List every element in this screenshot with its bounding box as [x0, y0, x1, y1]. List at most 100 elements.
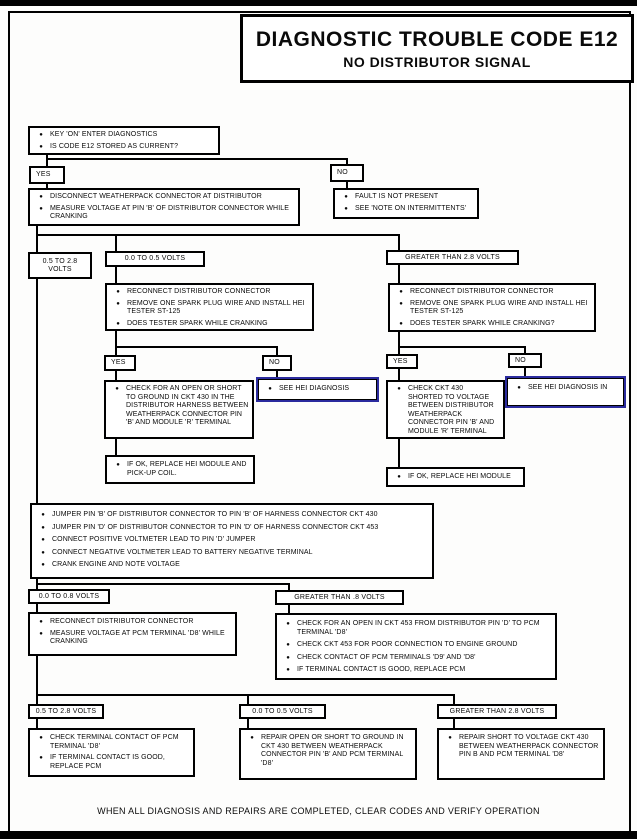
- connector-line: [288, 583, 290, 591]
- step-text: REMOVE ONE SPARK PLUG WIRE AND INSTALL H…: [127, 299, 305, 316]
- connector-line: [115, 266, 117, 284]
- bullet-icon: ●: [399, 300, 403, 307]
- bullet-icon: ●: [39, 143, 43, 150]
- step-text: IF OK, REPLACE HEI MODULE AND PICK-UP CO…: [127, 461, 247, 477]
- connector-line: [398, 331, 400, 355]
- step-text: DOES TESTER SPARK WHILE CRANKING?: [410, 319, 555, 327]
- bullet-icon: ●: [268, 386, 272, 392]
- footer-note: WHEN ALL DIAGNOSIS AND REPAIRS ARE COMPL…: [97, 806, 540, 816]
- node-start: ●KEY 'ON' ENTER DIAGNOSTICS ●IS CODE E12…: [28, 126, 220, 155]
- step-text: DISCONNECT WEATHERPACK CONNECTOR AT DIST…: [50, 193, 262, 200]
- step-text: IF OK, REPLACE HEI MODULE: [408, 473, 511, 480]
- bullet-icon: ●: [286, 667, 290, 673]
- label-voltage-gt-28-b: GREATER THAN 2.8 VOLTS: [437, 704, 557, 719]
- bullet-icon: ●: [39, 735, 43, 741]
- scan-bottom-bar: [0, 831, 637, 839]
- connector-line: [36, 718, 38, 729]
- connector-line: [115, 370, 117, 381]
- step-text: JUMPER PIN 'B' OF DISTRIBUTOR CONNECTOR …: [52, 511, 378, 518]
- bullet-icon: ●: [39, 205, 43, 212]
- step-text: MEASURE VOLTAGE AT PCM TERMINAL 'D8' WHI…: [50, 629, 225, 646]
- node-if-ok-replace-module-coil: ● IF OK, REPLACE HEI MODULE AND PICK-UP C…: [105, 455, 255, 484]
- step-text: DOES TESTER SPARK WHILE CRANKING: [127, 319, 268, 327]
- connector-line: [398, 234, 400, 251]
- bullet-icon: ●: [39, 619, 43, 625]
- bullet-icon: ●: [39, 630, 43, 637]
- step-text: CONNECT POSITIVE VOLTMETER LEAD TO PIN '…: [52, 536, 256, 543]
- page-title: DIAGNOSTIC TROUBLE CODE E12: [255, 27, 619, 51]
- connector-line: [398, 264, 400, 284]
- label-voltage-00-05: 0.0 TO 0.5 VOLTS: [105, 251, 205, 267]
- label-yes-2: YES: [104, 355, 136, 371]
- connector-line: [524, 346, 526, 354]
- connector-line: [36, 655, 38, 705]
- node-reconnect-right: ●RECONNECT DISTRIBUTOR CONNECTOR ●REMOVE…: [388, 283, 596, 332]
- connector-line: [36, 583, 290, 585]
- step-text: CONNECT NEGATIVE VOLTMETER LEAD TO BATTE…: [52, 548, 313, 556]
- node-check-open-short-ckt430: ●CHECK FOR AN OPEN OR SHORT TO GROUND IN…: [104, 380, 254, 439]
- label-voltage-05-28-b: 0.5 TO 2.8 VOLTS: [28, 704, 104, 719]
- step-text: IF TERMINAL CONTACT IS GOOD, REPLACE PCM: [50, 754, 165, 770]
- bullet-icon: ●: [397, 474, 401, 480]
- step-text: IF TERMINAL CONTACT IS GOOD, REPLACE PCM: [297, 666, 466, 673]
- node-check-terminal-contact: ● CHECK TERMINAL CONTACT OF PCM TERMINAL …: [28, 728, 195, 777]
- label-yes-3: YES: [386, 354, 418, 369]
- connector-line: [453, 694, 455, 705]
- connector-line: [346, 158, 348, 166]
- step-text: FAULT IS NOT PRESENT: [355, 193, 439, 200]
- connector-line: [398, 367, 400, 381]
- node-reconnect-mid: ● RECONNECT DISTRIBUTOR CONNECTOR ● REMOVE…: [105, 283, 314, 331]
- node-jumper-instructions: ● JUMPER PIN 'B' OF DISTRIBUTOR CONNECTOR…: [30, 503, 434, 579]
- connector-line: [46, 158, 348, 160]
- step-text: CHECK FOR AN OPEN OR SHORT TO GROUND IN …: [126, 385, 249, 426]
- bullet-icon: ●: [41, 549, 45, 556]
- bullet-icon: ●: [116, 320, 120, 327]
- step-text: MEASURE VOLTAGE AT PIN 'B' OF DISTRIBUTO…: [50, 204, 290, 221]
- node-fault-not-present: ●FAULT IS NOT PRESENT ●SEE 'NOTE ON INTE…: [333, 188, 479, 219]
- step-text: SEE HEI DIAGNOSIS: [279, 385, 350, 392]
- step-text: CHECK FOR AN OPEN IN CKT 453 FROM DISTRI…: [297, 620, 540, 636]
- step-text: REPAIR SHORT TO VOLTAGE CKT 430 BETWEEN …: [459, 734, 599, 758]
- step-text: CHECK TERMINAL CONTACT OF PCM TERMINAL '…: [50, 734, 179, 750]
- connector-line: [247, 718, 249, 729]
- bullet-icon: ●: [286, 621, 290, 627]
- label-voltage-gt-28: GREATER THAN 2.8 VOLTS: [386, 250, 519, 265]
- step-text: JUMPER PIN 'D' OF DISTRIBUTOR CONNECTOR …: [52, 523, 379, 531]
- bullet-icon: ●: [41, 512, 45, 518]
- bullet-icon: ●: [399, 289, 403, 295]
- page-border: [8, 11, 631, 833]
- connector-line: [115, 234, 117, 252]
- connector-line: [36, 224, 38, 253]
- connector-line: [36, 694, 455, 696]
- connector-line: [398, 438, 400, 468]
- step-text: IS CODE E12 STORED AS CURRENT?: [50, 142, 179, 150]
- bullet-icon: ●: [344, 194, 348, 200]
- node-check-ckt430-shorted: ●CHECK CKT 430 SHORTED TO VOLTAGE BETWEE…: [386, 380, 505, 439]
- label-no-3: NO: [508, 353, 542, 368]
- step-text: CHECK CKT 453 FOR POOR CONNECTION TO ENG…: [297, 641, 518, 648]
- step-text: CRANK ENGINE AND NOTE VOLTAGE: [52, 561, 180, 568]
- bullet-icon: ●: [41, 562, 45, 568]
- step-text: RECONNECT DISTRIBUTOR CONNECTOR: [127, 288, 271, 295]
- connector-line: [288, 604, 290, 614]
- connector-line: [346, 181, 348, 189]
- connector-line: [36, 277, 38, 504]
- page-subtitle: NO DISTRIBUTOR SIGNAL: [343, 53, 531, 70]
- bullet-icon: ●: [116, 300, 120, 307]
- connector-line: [398, 346, 526, 348]
- step-text: SEE HEI DIAGNOSIS IN: [528, 384, 608, 391]
- bullet-icon: ●: [116, 462, 120, 468]
- connector-line: [36, 234, 400, 236]
- node-reconnect-measure-pcm: ●RECONNECT DISTRIBUTOR CONNECTOR ●MEASUR…: [28, 612, 237, 656]
- connector-line: [115, 346, 278, 348]
- bullet-icon: ●: [448, 735, 452, 741]
- label-voltage-gt-08: GREATER THAN .8 VOLTS: [275, 590, 404, 605]
- scan-top-bar: [0, 0, 637, 6]
- step-text: REPAIR OPEN OR SHORT TO GROUND IN CKT 43…: [261, 734, 404, 767]
- connector-line: [276, 346, 278, 356]
- connector-line: [524, 366, 526, 379]
- bullet-icon: ●: [286, 654, 290, 661]
- bullet-icon: ●: [39, 132, 43, 138]
- connector-line: [46, 183, 48, 189]
- bullet-icon: ●: [250, 735, 254, 741]
